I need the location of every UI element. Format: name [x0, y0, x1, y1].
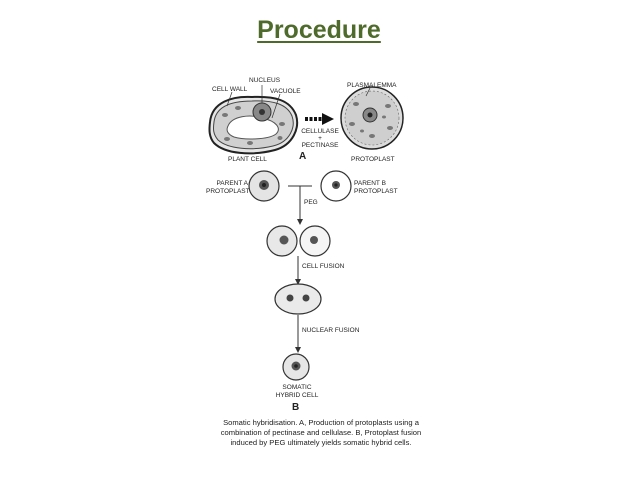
label-cell-fusion: CELL FUSION	[302, 263, 345, 270]
label-parent-b: PARENT B PROTOPLAST	[354, 180, 398, 195]
label-hybrid-cell: SOMATIC HYBRID CELL	[275, 384, 319, 399]
label-vacuole: VACUOLE	[270, 88, 301, 95]
label-panel-b: B	[292, 402, 300, 413]
label-parent-a: PARENT A PROTOPLAST	[206, 180, 250, 195]
label-cell-wall: CELL WALL	[212, 86, 248, 93]
label-panel-a: A	[299, 151, 307, 162]
label-peg: PEG	[304, 199, 318, 206]
plant-cell	[208, 95, 298, 155]
vacuole	[226, 115, 279, 140]
somatic-hybrid-cell	[282, 353, 310, 381]
fusing-protoplasts	[266, 225, 331, 257]
protoplast-cell	[340, 86, 404, 150]
label-nuclear-fusion: NUCLEAR FUSION	[302, 327, 360, 334]
figure-caption: Somatic hybridisation. A, Production of …	[220, 418, 422, 447]
enzyme-arrow	[305, 113, 334, 125]
parent-b-protoplast	[320, 170, 352, 202]
parent-a-protoplast	[248, 170, 280, 202]
label-plasmalemma: PLASMALEMMA	[347, 82, 397, 89]
fused-cell-two-nuclei	[274, 283, 322, 315]
label-plant-cell: PLANT CELL	[228, 156, 267, 163]
label-protoplast: PROTOPLAST	[351, 156, 395, 163]
slide-title: Procedure	[257, 16, 381, 44]
label-enzymes: CELLULASE + PECTINASE	[301, 128, 339, 149]
label-nucleus: NUCLEUS	[249, 77, 281, 84]
